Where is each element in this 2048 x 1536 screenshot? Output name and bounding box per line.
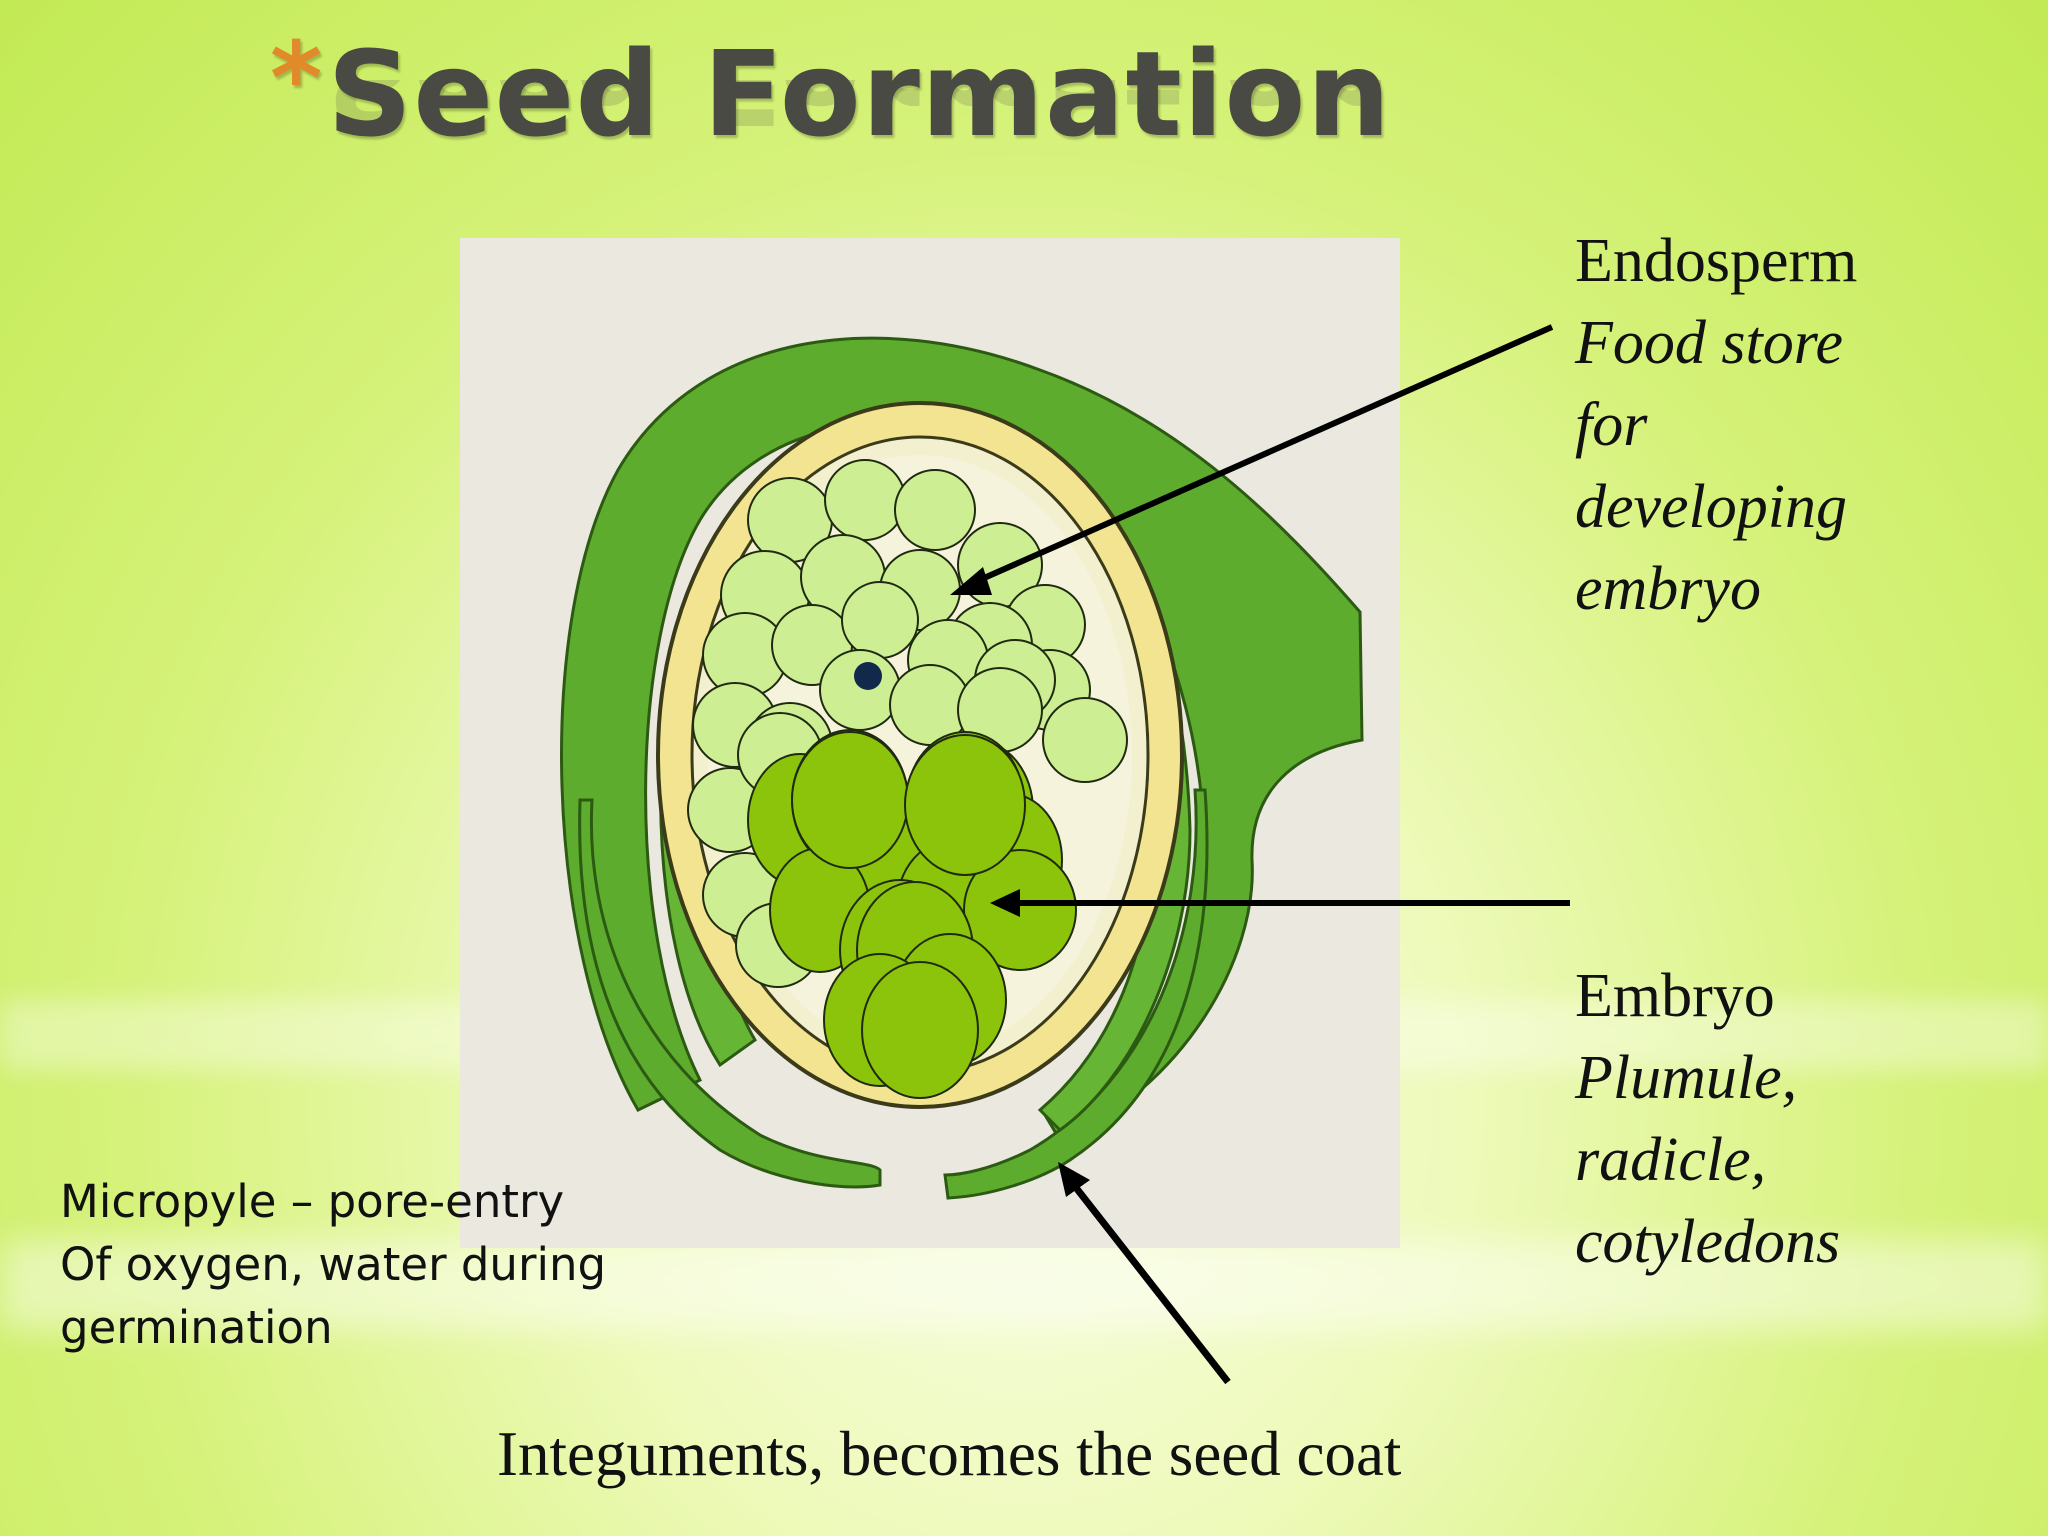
embryo-label: Embryo Plumule, radicle, cotyledons: [1575, 955, 1840, 1283]
micropyle-line: germination: [60, 1301, 333, 1354]
slide-title: *Seed Formation: [270, 20, 1392, 165]
endosperm-cell: [1042, 697, 1128, 783]
micropyle-line: Of oxygen, water during: [60, 1238, 607, 1291]
embryo-cells: [747, 729, 1077, 1099]
embryo-desc-line: radicle,: [1575, 1126, 1767, 1194]
endosperm-cell: [824, 459, 906, 541]
embryo-heading: Embryo: [1575, 962, 1775, 1030]
endosperm-heading: Endosperm: [1575, 227, 1858, 295]
endosperm-label: Endosperm Food store for developing embr…: [1575, 220, 1857, 630]
outer-integument: [560, 336, 1364, 1142]
endosperm-desc-line: developing: [1575, 473, 1848, 541]
integument-arrow-line: [1067, 1177, 1231, 1385]
endosperm-cell: [841, 581, 919, 659]
integuments-label: Integuments, becomes the seed coat: [497, 1419, 1402, 1489]
outer-integument-lower-right: [943, 788, 1209, 1200]
endosperm-desc-line: embryo: [1575, 555, 1761, 623]
endosperm-arrow-line: [973, 324, 1554, 585]
embryo-arrowhead: [990, 889, 1020, 917]
micropyle-line: Micropyle – pore-entry: [60, 1175, 565, 1228]
endosperm-desc-line: for: [1575, 391, 1648, 459]
background-light-band: [0, 1240, 2048, 1330]
slide-title-text: Seed Formation: [327, 25, 1392, 163]
central-nucleus: [854, 662, 882, 690]
endosperm-cell: [894, 469, 976, 551]
embryo-desc-line: Plumule,: [1575, 1044, 1798, 1112]
embryo-cell: [904, 734, 1026, 876]
integument-arrowhead: [1058, 1162, 1090, 1197]
endosperm-desc-line: Food store: [1575, 309, 1844, 377]
embryo-desc-line: cotyledons: [1575, 1208, 1841, 1276]
endosperm-arrowhead: [950, 567, 992, 595]
outer-integument-lower-left: [578, 798, 882, 1189]
embryo-cell: [791, 731, 909, 869]
title-asterisk-marker: *: [270, 20, 324, 137]
embryo-cell: [861, 961, 979, 1099]
endosperm-cell: [819, 649, 901, 731]
micropyle-label: Micropyle – pore-entry Of oxygen, water …: [60, 1170, 680, 1359]
